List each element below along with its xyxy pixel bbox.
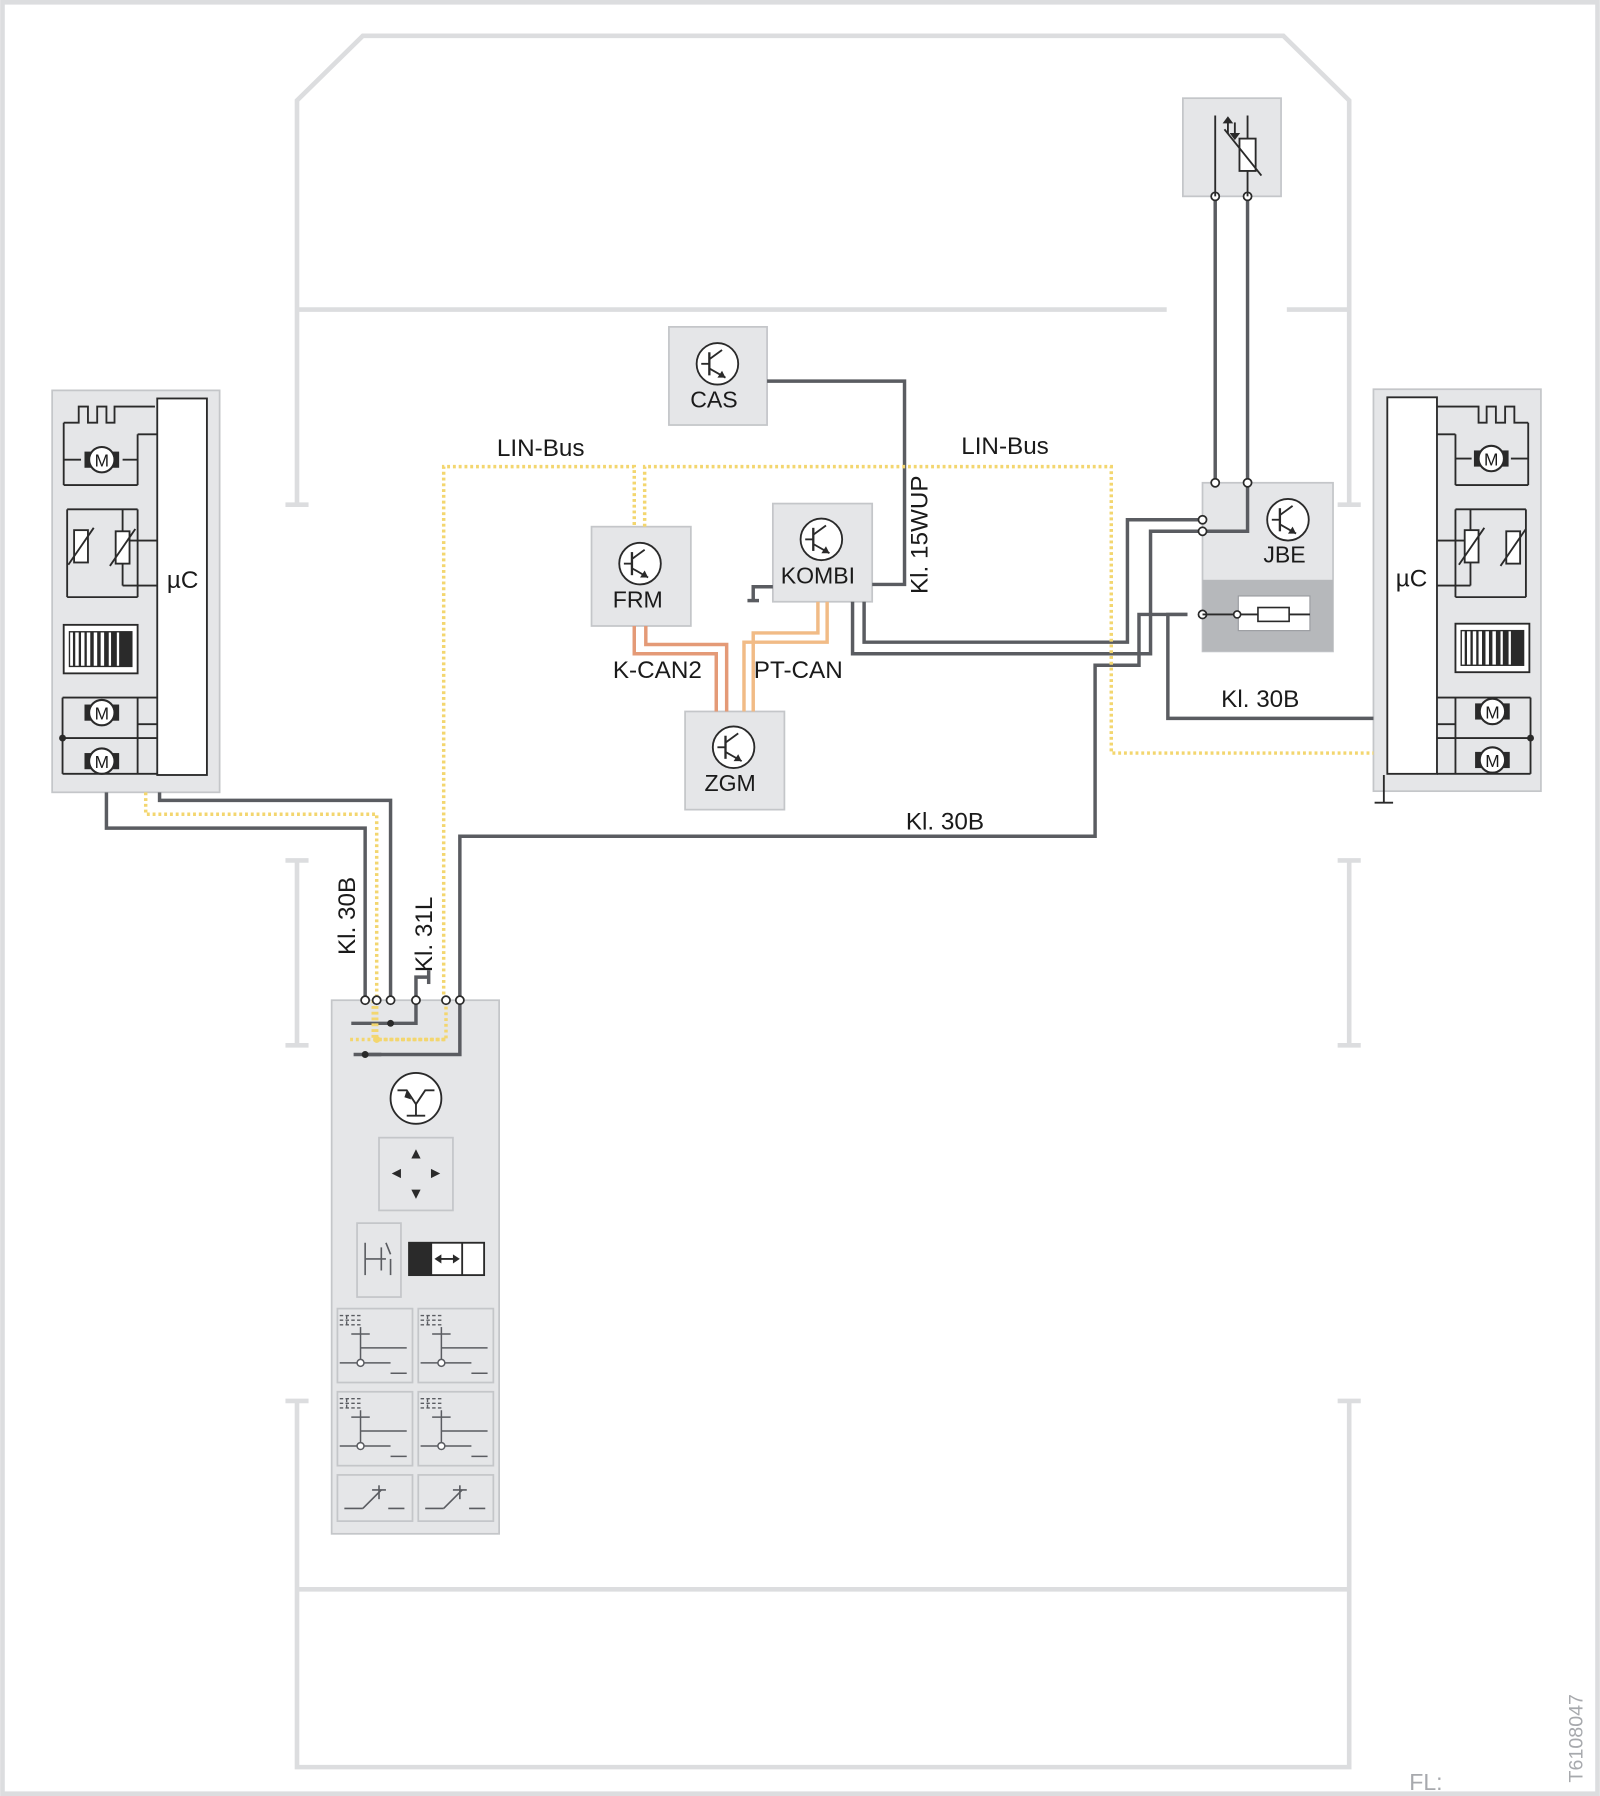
left-seat-module[interactable]: µC (59, 397, 208, 776)
lin-bus-wires (143, 464, 1374, 1042)
wire-kombi-jbe-2 (862, 518, 1203, 644)
kombi-module[interactable]: KOMBI (781, 517, 855, 589)
wire-cas-kl15wup (767, 379, 907, 587)
memory-button-icon[interactable] (417, 1390, 495, 1467)
switch-icon[interactable] (356, 1222, 402, 1298)
memory-button-icon[interactable] (417, 1307, 495, 1384)
kombi-label: KOMBI (781, 562, 855, 588)
right-uc-label: µC (1396, 566, 1427, 593)
cas-label: CAS (690, 387, 737, 413)
seat-heater-icon (62, 623, 139, 675)
transistor-icon (711, 725, 756, 770)
fl-label: FL: (1409, 1769, 1442, 1795)
memory-button-icon[interactable] (336, 1307, 414, 1384)
kl30b-center-label: Kl. 30B (906, 808, 984, 835)
left-seat-microcontroller (156, 397, 208, 776)
kl30b-right-label: Kl. 30B (1221, 686, 1299, 713)
ecu-symbol-icon (389, 1072, 443, 1125)
jbe-label: JBE (1263, 541, 1305, 567)
transistor-icon (1266, 497, 1310, 542)
figure-id: T6108047 (1566, 1694, 1588, 1782)
frm-label: FRM (613, 587, 663, 613)
pt-can-wires (742, 601, 829, 712)
wire-temp-sensor-2 (1202, 196, 1250, 534)
wire-kl31l (414, 975, 429, 1001)
pulse-sensor-icon (63, 405, 155, 424)
pulse-sensor-icon (1436, 405, 1529, 424)
cas-module[interactable]: CAS (690, 341, 740, 413)
transistor-icon (695, 341, 740, 386)
temp-sensor-box (1182, 97, 1282, 198)
zgm-module[interactable]: ZGM (704, 725, 756, 796)
signal-labels: LIN-Bus LIN-Bus K-CAN2 PT-CAN Kl. 30B Kl… (334, 433, 1300, 972)
seat-heater-icon (1454, 622, 1531, 674)
transistor-icon (618, 541, 662, 586)
lin-bus-left-label: LIN-Bus (497, 435, 585, 462)
k-can2-wires (632, 626, 729, 712)
temperature-sensor[interactable] (1214, 115, 1263, 197)
transistor-icon (799, 517, 844, 562)
lin-bus-right-label: LIN-Bus (961, 433, 1049, 460)
push-button-icon[interactable] (417, 1474, 495, 1522)
wire-connector-bus (390, 1000, 418, 1026)
push-button-icon[interactable] (336, 1474, 414, 1522)
wire-jbe-right-seat-kl30b (1166, 612, 1374, 721)
thermistor-icon (1214, 115, 1263, 197)
kl30b-vertical-label: Kl. 30B (334, 877, 361, 955)
frm-module[interactable]: FRM (613, 541, 663, 613)
wire-kombi-ground (751, 584, 773, 601)
kl31l-label: Kl. 31L (411, 897, 438, 973)
wire-left-seat-signal (157, 792, 393, 1001)
wire-kombi-jbe-1 (850, 529, 1203, 656)
fuse-icon (1202, 595, 1311, 632)
connector-pins (360, 191, 1253, 1006)
right-seat-module[interactable]: µC (1374, 396, 1534, 804)
k-can2-label: K-CAN2 (613, 657, 702, 684)
jbe-module[interactable]: JBE (1202, 497, 1311, 632)
wire-left-seat-kl30b (104, 792, 367, 1001)
wire-kl30b-center (458, 612, 1188, 1001)
actuator-icon (408, 1241, 486, 1277)
right-seat-microcontroller (1386, 396, 1438, 775)
seat-control-unit[interactable] (336, 1072, 495, 1522)
memory-button-icon[interactable] (336, 1390, 414, 1467)
wires (104, 196, 1374, 1057)
direction-pad-icon[interactable] (378, 1136, 454, 1212)
kl15wup-label: Kl. 15WUP (907, 475, 934, 594)
zgm-label: ZGM (704, 770, 755, 796)
pt-can-label: PT-CAN (754, 657, 843, 684)
left-uc-label: µC (167, 567, 198, 594)
